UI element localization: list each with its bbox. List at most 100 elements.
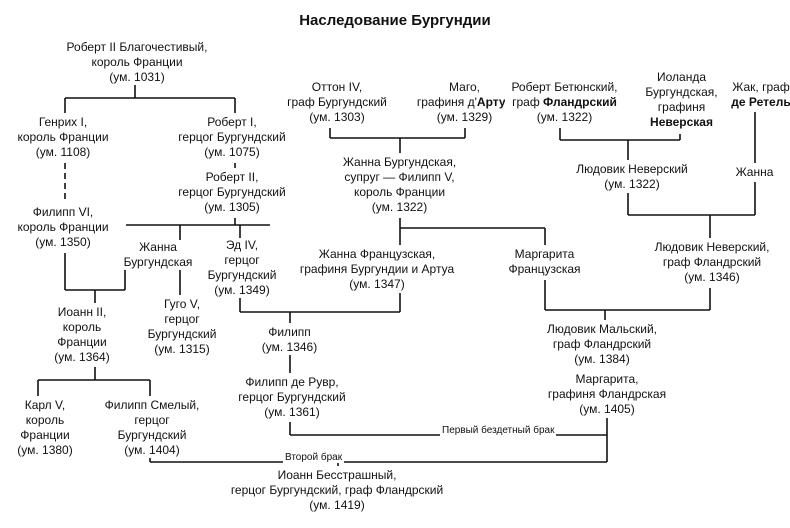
- person-line: Филипп де Рувр,: [245, 375, 339, 389]
- person-jeanne-bs: Жанна Бургундская,супруг — Филипп V,коро…: [325, 155, 474, 215]
- person-line: Оттон IV,: [311, 80, 363, 94]
- person-line: Бургундская,: [645, 85, 718, 99]
- person-line: Людовик Неверский,: [654, 240, 770, 254]
- person-line: Эд IV,: [225, 238, 259, 252]
- person-line: (ум. 1380): [17, 443, 73, 457]
- person-line: герцог Бургундский: [178, 185, 286, 199]
- person-line: (ум. 1405): [579, 402, 635, 416]
- person-line: король: [25, 413, 65, 427]
- person-line: Жак, граф: [732, 80, 790, 94]
- person-henri1: Генрих I,король Франции(ум. 1108): [0, 115, 126, 160]
- person-line: Гуго V,: [163, 297, 201, 311]
- person-line: король Франции: [91, 55, 183, 69]
- person-line: (ум. 1346): [684, 270, 740, 284]
- person-line: (ум. 1346): [261, 340, 318, 354]
- person-line: герцог: [224, 253, 260, 267]
- person-line: Французская: [508, 262, 581, 276]
- person-line: (ум. 1305): [204, 200, 260, 214]
- person-line: Бургундский: [207, 268, 277, 282]
- person-line: Иоанн Бесстрашный,: [277, 468, 397, 482]
- person-line: Роберт I,: [207, 115, 257, 129]
- person-line: (ум. 1384): [574, 352, 630, 366]
- person-line: (ум. 1350): [35, 235, 91, 249]
- person-line: король Франции: [353, 185, 446, 199]
- person-line: (ум. 1075): [204, 145, 260, 159]
- person-line: графиня Бургундии и Артуа: [299, 262, 455, 276]
- person-line: (ум. 1361): [264, 405, 320, 419]
- person-jeanne-f: Жанна Французская,графиня Бургундии и Ар…: [290, 247, 464, 292]
- person-line: Бургундский: [117, 428, 187, 442]
- person-line: Маго,: [449, 80, 480, 94]
- person-line: Иоанн II,: [57, 305, 107, 319]
- person-line: (ум. 1031): [109, 70, 165, 84]
- person-philippe: Филипп(ум. 1346): [245, 325, 334, 355]
- person-line: де Ретель: [731, 95, 790, 109]
- person-line: Иоланда: [656, 70, 706, 84]
- person-marguerite-fl: Маргарита,графиня Фландрская(ум. 1405): [535, 372, 679, 417]
- person-line: Людовик Неверский: [576, 162, 688, 176]
- person-philippe-rouvres: Филипп де Рувр,герцог Бургундский(ум. 13…: [220, 375, 364, 420]
- second-marriage-label: Второй брак: [283, 452, 345, 463]
- person-line: (ум. 1349): [214, 283, 270, 297]
- person-line: граф Фландрский: [552, 337, 652, 351]
- person-line: (ум. 1108): [35, 145, 91, 159]
- person-line: герцог: [164, 312, 200, 326]
- diagram-title: Наследование Бургундии: [299, 12, 491, 29]
- person-line: Филипп: [268, 325, 311, 339]
- person-line: (ум. 1347): [349, 277, 405, 291]
- person-line: граф Бургундский: [287, 95, 387, 109]
- person-line: (ум. 1419): [309, 498, 365, 512]
- person-mahaut: Маго,графиня д'Артуа(ум. 1329): [410, 80, 519, 125]
- person-louis-nevers2: Людовик Неверский,граф Фландрский(ум. 13…: [640, 240, 784, 285]
- person-line: (ум. 1322): [536, 110, 593, 124]
- person-line: (ум. 1303): [309, 110, 365, 124]
- person-line: графиня: [657, 100, 706, 114]
- person-line: Роберт Бетюнский,: [511, 80, 618, 94]
- person-line: Жанна Французская,: [318, 247, 436, 261]
- person-line: Франции: [57, 335, 107, 349]
- person-line: (ум. 1322): [371, 200, 428, 214]
- person-line: герцог: [134, 413, 170, 427]
- person-line: Филипп Смелый,: [104, 398, 200, 412]
- person-line: Маргарита,: [575, 372, 639, 386]
- person-robert2: Роберт II Благочестивый,король Франции(у…: [45, 40, 229, 85]
- person-line: Жанна Бургундская,: [342, 155, 457, 169]
- person-line: графиня Фландрская: [547, 387, 667, 401]
- person-line: (ум. 1329): [436, 110, 493, 124]
- person-line: граф Фландрский: [662, 255, 762, 269]
- person-line: супруг — Филипп V,: [344, 170, 455, 184]
- person-line: Роберт II Благочестивый,: [66, 40, 208, 54]
- person-line: король Франции: [17, 130, 109, 144]
- person-line: (ум. 1364): [54, 350, 110, 364]
- person-jeanne: Жанна: [730, 165, 779, 180]
- person-line: Бургундская: [123, 255, 193, 269]
- person-othon4: Оттон IV,граф Бургундский(ум. 1303): [270, 80, 404, 125]
- person-line: графиня д'Артуа: [416, 95, 513, 109]
- person-line: Жанна: [139, 240, 177, 254]
- person-line: граф Фландрский: [512, 95, 617, 109]
- person-louis-nevers1: Людовик Неверский(ум. 1322): [565, 162, 699, 192]
- person-line: Маргарита: [514, 247, 575, 261]
- person-line: Карл V,: [24, 398, 66, 412]
- person-louis-male: Людовик Мальский,граф Фландрский(ум. 138…: [530, 322, 674, 367]
- person-line: Филипп VI,: [32, 205, 94, 219]
- person-line: Бургундский: [147, 327, 217, 341]
- person-line: герцог Бургундский: [238, 390, 346, 404]
- person-robert-bethune: Роберт Бетюнский,граф Фландрский(ум. 132…: [505, 80, 624, 125]
- person-jean-sans-peur: Иоанн Бесстрашный,герцог Бургундский, гр…: [200, 468, 474, 513]
- person-line: король: [62, 320, 102, 334]
- person-line: (ум. 1315): [154, 342, 210, 356]
- person-line: Людовик Мальский,: [547, 322, 657, 336]
- person-line: герцог Бургундский, граф Фландрский: [230, 483, 444, 497]
- person-line: Роберт II,: [205, 170, 259, 184]
- person-philippe6: Филипп VI,король Франции(ум. 1350): [0, 205, 126, 250]
